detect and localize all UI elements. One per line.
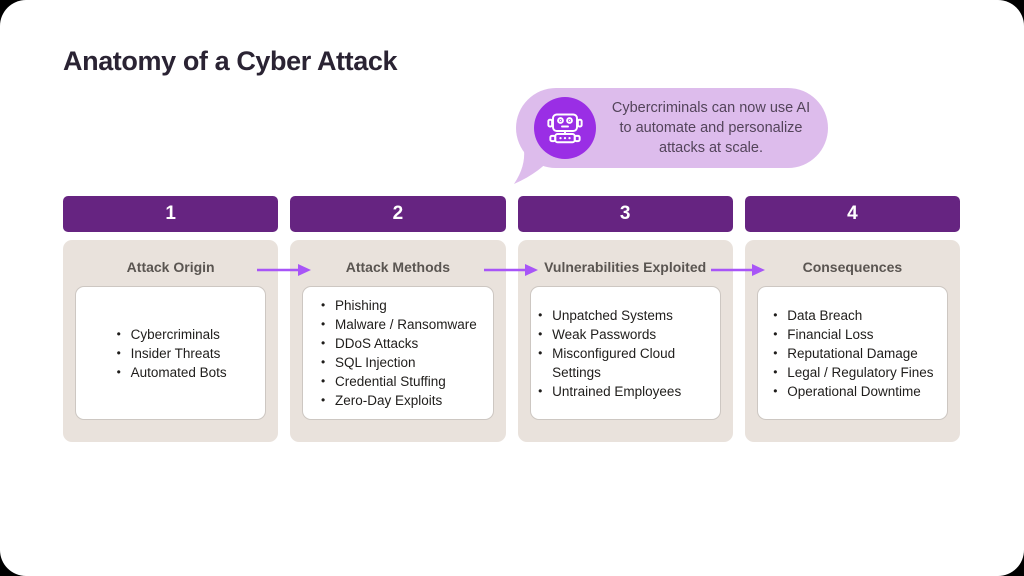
list-item: Weak Passwords (536, 325, 714, 344)
step-column: 1 Attack Origin CybercriminalsInsider Th… (63, 196, 279, 442)
ai-callout-bubble: Cybercriminals can now use AI to automat… (514, 88, 828, 184)
step-number: 4 (847, 203, 858, 224)
step-card: Consequences Data BreachFinancial LossRe… (744, 240, 960, 442)
speech-bubble-tail-icon (514, 150, 556, 184)
list-item: Legal / Regulatory Fines (771, 363, 933, 382)
list-item: Untrained Employees (536, 382, 714, 401)
step-items-box: Unpatched SystemsWeak PasswordsMisconfig… (529, 286, 721, 420)
step-list: Unpatched SystemsWeak PasswordsMisconfig… (536, 306, 714, 401)
step-card: Attack Methods PhishingMalware / Ransomw… (290, 240, 506, 442)
step-number-bar: 4 (744, 196, 960, 232)
list-item: Data Breach (771, 306, 933, 325)
list-item: Automated Bots (115, 363, 227, 382)
step-title: Vulnerabilities Exploited (544, 259, 707, 275)
step-title: Attack Origin (126, 259, 215, 275)
step-column: 2 Attack Methods PhishingMalware / Ranso… (290, 196, 506, 442)
flow-arrow-icon (711, 264, 765, 276)
step-number: 3 (619, 203, 631, 224)
step-column: 3 Vulnerabilities Exploited Unpatched Sy… (517, 196, 733, 442)
list-item: Operational Downtime (771, 382, 933, 401)
step-list: CybercriminalsInsider ThreatsAutomated B… (115, 325, 227, 382)
step-title: Attack Methods (345, 259, 450, 275)
list-item: Insider Threats (115, 344, 227, 363)
step-number: 2 (392, 203, 404, 224)
step-list: Data BreachFinancial LossReputational Da… (771, 306, 933, 401)
step-card: Attack Origin CybercriminalsInsider Thre… (63, 240, 279, 442)
robot-icon (534, 97, 596, 159)
list-item: Reputational Damage (771, 344, 933, 363)
list-item: Misconfigured Cloud Settings (536, 344, 714, 382)
step-title: Consequences (802, 259, 903, 275)
step-number: 1 (165, 203, 176, 224)
step-column: 4 Consequences Data BreachFinancial Loss… (744, 196, 960, 442)
step-items-box: CybercriminalsInsider ThreatsAutomated B… (75, 286, 267, 420)
list-item: Financial Loss (771, 325, 933, 344)
page-title: Anatomy of a Cyber Attack (63, 46, 398, 76)
list-item: Unpatched Systems (536, 306, 714, 325)
list-item: Malware / Ransomware (319, 315, 477, 334)
list-item: DDoS Attacks (319, 334, 477, 353)
callout-text: Cybercriminals can now use AI to automat… (611, 100, 811, 156)
list-item: Zero-Day Exploits (319, 391, 477, 410)
flow-arrow-icon (484, 264, 538, 276)
step-number-bar: 2 (290, 196, 506, 232)
step-list: PhishingMalware / RansomwareDDoS Attacks… (319, 296, 477, 410)
flow-arrow-icon (257, 264, 311, 276)
step-number-bar: 3 (517, 196, 733, 232)
step-items-box: Data BreachFinancial LossReputational Da… (756, 286, 948, 420)
list-item: SQL Injection (319, 353, 477, 372)
list-item: Cybercriminals (115, 325, 227, 344)
step-card: Vulnerabilities Exploited Unpatched Syst… (517, 240, 733, 442)
step-items-box: PhishingMalware / RansomwareDDoS Attacks… (302, 286, 494, 420)
step-number-bar: 1 (63, 196, 279, 232)
steps-row: 1 Attack Origin CybercriminalsInsider Th… (63, 196, 960, 442)
list-item: Credential Stuffing (319, 372, 477, 391)
list-item: Phishing (319, 296, 477, 315)
